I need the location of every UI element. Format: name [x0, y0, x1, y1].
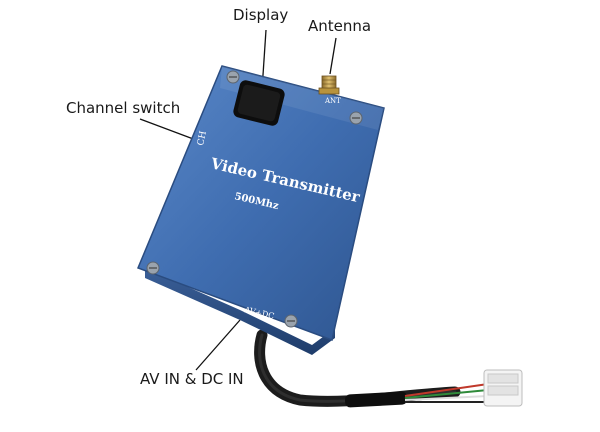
screw-icon-bottom-right: [284, 314, 298, 328]
screw-icon-bottom-left: [146, 261, 160, 275]
channel-switch-callout: Channel switch: [66, 99, 181, 117]
power-cable: [254, 329, 461, 407]
heatshrink-sleeve: [344, 391, 408, 408]
antenna-port-label: ANT: [324, 97, 341, 105]
screw-icon-top-left: [226, 70, 240, 84]
channel-switch-pointer-line: [139, 118, 197, 141]
device-side: [145, 268, 335, 355]
power-pointer-line: [195, 319, 241, 371]
display-callout: Display: [233, 6, 289, 24]
channel-switch-mark: CH: [196, 130, 209, 147]
white-connector: [483, 369, 523, 407]
screw-icon-top-right: [349, 111, 363, 125]
cable-wires: [404, 383, 489, 403]
antenna-pointer-line: [329, 37, 337, 75]
display-window: [233, 80, 285, 126]
antenna-callout: Antenna: [308, 17, 372, 35]
antenna-connector: [318, 75, 340, 95]
power-input-callout: AV IN & DC IN: [140, 370, 244, 388]
